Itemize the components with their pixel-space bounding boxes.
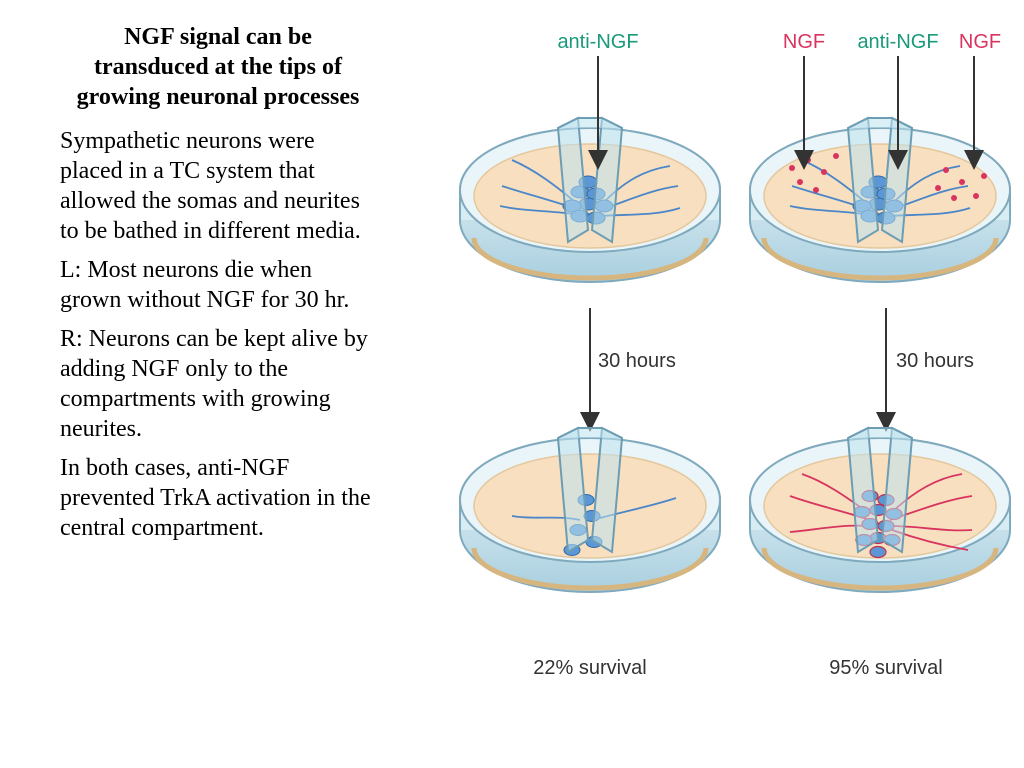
text-panel: NGF signal can be transduced at the tips… — [60, 22, 376, 552]
slide-title: NGF signal can be transduced at the tips… — [76, 24, 360, 110]
label-anti-ngf-left: anti-NGF — [557, 31, 638, 53]
dish-top-right — [749, 116, 1011, 283]
teflon-divider — [556, 116, 624, 244]
paragraph-right-result: R: Neurons can be kept alive by adding N… — [60, 326, 368, 442]
survival-label-right: 95% survival — [829, 657, 942, 679]
label-ngf-right-1: NGF — [783, 31, 825, 53]
label-anti-ngf-right: anti-NGF — [857, 31, 938, 53]
dish-top-left — [459, 116, 721, 283]
time-label-right: 30 hours — [896, 350, 974, 372]
time-label-left: 30 hours — [598, 350, 676, 372]
paragraph-conclusion: In both cases, anti-NGF prevented TrkA a… — [60, 455, 371, 541]
paragraph-left-result: L: Most neurons die when grown without N… — [60, 257, 350, 313]
paragraph-setup: Sympathetic neurons were placed in a TC … — [60, 128, 361, 244]
dish-bottom-left — [459, 426, 721, 593]
survival-label-left: 22% survival — [533, 657, 646, 679]
dish-bottom-right — [749, 426, 1011, 593]
label-ngf-right-2: NGF — [959, 31, 1001, 53]
campenot-chamber-figure: anti-NGF NGF anti-NGF NGF 30 hours 30 ho… — [459, 31, 1011, 679]
